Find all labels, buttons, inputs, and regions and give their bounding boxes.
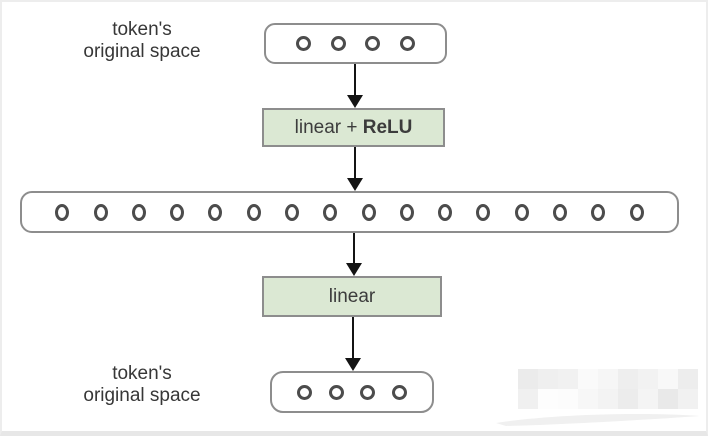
watermark-pixel	[658, 389, 678, 409]
neuron-circle	[360, 384, 376, 400]
neuron-circle	[170, 203, 185, 221]
top-space-label-line2: original space	[83, 41, 201, 62]
neuron-circle	[323, 203, 338, 221]
neuron-circle	[93, 203, 108, 221]
watermark-pixel	[558, 369, 578, 389]
neuron-circle	[392, 384, 408, 400]
blurred-watermark	[518, 369, 698, 409]
token-vector-top-box	[264, 23, 447, 64]
watermark-pixel	[638, 369, 658, 389]
watermark-pixel	[538, 369, 558, 389]
neuron-circle	[246, 203, 261, 221]
neuron-circle	[208, 203, 223, 221]
neuron-circle	[295, 36, 311, 51]
watermark-pixel	[578, 389, 598, 409]
neuron-circle	[365, 36, 381, 51]
neuron-circle	[399, 203, 414, 221]
linear-relu-label-prefix: linear +	[294, 116, 363, 138]
linear-op-box: linear	[262, 276, 442, 317]
neuron-circle	[361, 203, 376, 221]
linear-relu-label-bold: ReLU	[362, 116, 413, 138]
arrow-line	[353, 233, 355, 264]
neuron-circle	[514, 203, 529, 221]
linear-relu-op-box: linear + ReLU	[262, 108, 445, 147]
arrow-head-icon	[345, 358, 361, 371]
neuron-circle	[284, 203, 299, 221]
token-vector-bottom-box	[270, 371, 434, 413]
arrow-down-1	[347, 64, 363, 108]
top-space-label: token's original space	[40, 19, 244, 63]
bottom-space-label: token's original space	[40, 363, 244, 407]
watermark-pixel	[598, 389, 618, 409]
neuron-circle	[629, 203, 644, 221]
neuron-circle	[552, 203, 567, 221]
watermark-pixel	[638, 389, 658, 409]
arrow-down-4	[345, 317, 361, 371]
neuron-circle	[476, 203, 491, 221]
neuron-circle	[591, 203, 606, 221]
arrow-head-icon	[347, 95, 363, 108]
watermark-pixel	[658, 369, 678, 389]
watermark-pixel	[538, 389, 558, 409]
neuron-circle	[55, 203, 70, 221]
arrow-head-icon	[347, 178, 363, 191]
bottom-space-label-line2: original space	[83, 385, 201, 406]
arrow-line	[354, 147, 356, 179]
arrow-head-icon	[346, 263, 362, 276]
arrow-down-3	[346, 233, 362, 276]
neuron-circle	[131, 203, 146, 221]
neuron-circle	[296, 384, 312, 400]
neuron-circle	[328, 384, 344, 400]
watermark-pixel	[618, 369, 638, 389]
neuron-circle	[400, 36, 416, 51]
neuron-circle	[330, 36, 346, 51]
linear-label: linear	[328, 285, 376, 307]
watermark-pixel	[578, 369, 598, 389]
watermark-swoosh	[496, 414, 700, 426]
hidden-vector-box	[20, 191, 679, 233]
watermark-pixel	[678, 369, 698, 389]
watermark-pixel	[518, 369, 538, 389]
arrow-line	[352, 317, 354, 359]
bottom-space-label-line1: token's	[112, 363, 172, 384]
arrow-line	[354, 64, 356, 96]
neuron-circle	[438, 203, 453, 221]
arrow-down-2	[347, 147, 363, 191]
watermark-pixel	[518, 389, 538, 409]
watermark-pixel	[618, 389, 638, 409]
watermark-pixel	[598, 369, 618, 389]
top-space-label-line1: token's	[112, 19, 172, 40]
watermark-pixel	[558, 389, 578, 409]
watermark-pixel	[678, 389, 698, 409]
